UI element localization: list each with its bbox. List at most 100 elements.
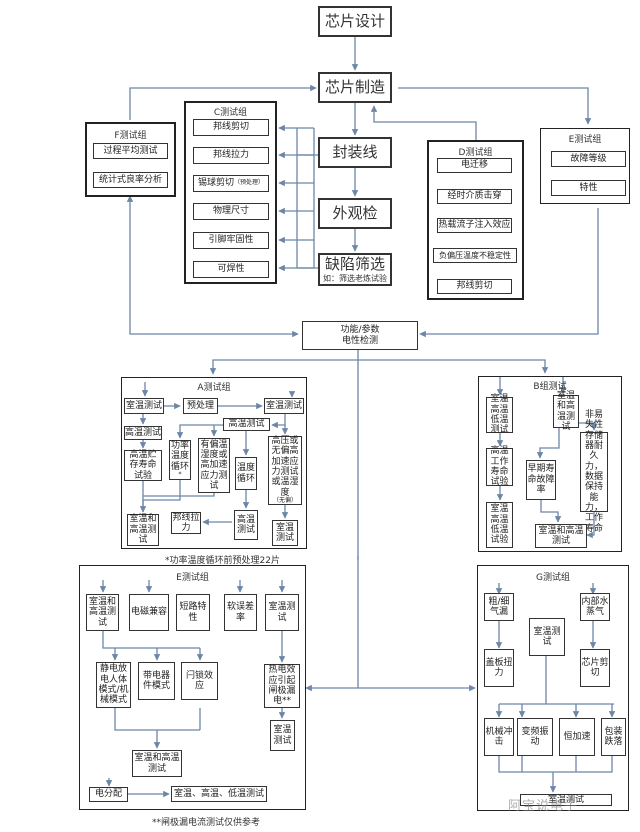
a-humidity-bias-label: 有偏温湿度或高加速应力测试 xyxy=(200,439,228,492)
b-rt-ht-2: 室温和高温测试 xyxy=(535,524,587,548)
group-d-title: D测试组 xyxy=(458,148,493,158)
group-e-top-title: E测试组 xyxy=(568,135,602,145)
e-rt-ht: 室温和高温测试 xyxy=(86,594,119,631)
visual-inspection-label: 外观检 xyxy=(332,203,378,222)
g-final-room-temp-label: 室温测试 xyxy=(547,794,584,805)
a-preprocess-label: 预处理 xyxy=(186,400,214,411)
g-accel-label: 恒加速 xyxy=(563,731,591,742)
e-room-temp-2: 室温测试 xyxy=(270,720,295,751)
test-group-g: G测试组 xyxy=(477,565,629,811)
e-esd-hbm: 静电放电人体模式/机械模式 xyxy=(96,662,131,708)
group-e-top-item: 故障等级 xyxy=(551,151,626,167)
test-group-e: E测试组 xyxy=(79,565,306,810)
a-hast: 高压或无偏高加速应力测试或温湿度（无偏） xyxy=(268,436,302,505)
a-high-temp-2: 高温测试 xyxy=(223,418,270,431)
group-c-item: 引脚牢固性 xyxy=(193,232,269,249)
group-d-item: 负偏压温度不稳定性 xyxy=(433,248,517,263)
group-c-item-note: （预处理） xyxy=(234,179,265,187)
a-hast-label: 高压或无偏高加速应力测试或温湿度 xyxy=(271,436,299,498)
packaging-line-label: 封装线 xyxy=(332,142,378,161)
b-rt-ht-lt-label: 室温高温低温测试 xyxy=(490,394,509,436)
test-group-a: A测试组 xyxy=(121,377,307,549)
g-die-shear-label: 芯片剪切 xyxy=(581,657,609,678)
g-mech-shock: 机械冲击 xyxy=(484,718,514,756)
a-hast-note: （无偏） xyxy=(272,497,297,505)
e-elec-dist: 电分配 xyxy=(89,787,128,802)
b-rt-ht-lt-2: 室温高温低温试验 xyxy=(486,502,513,548)
b-elfr-label: 早期寿命故障率 xyxy=(527,464,555,496)
test-group-f: F测试组 xyxy=(85,122,176,197)
g-vibration-label: 变频振动 xyxy=(521,726,549,747)
group-e-title: E测试组 xyxy=(176,573,209,583)
e-emc: 电磁兼容 xyxy=(129,594,169,631)
group-f-item: 过程平均测试 xyxy=(93,143,168,159)
a-high-temp-3-label: 高温测试 xyxy=(236,514,255,535)
a-temp-cycle-label: 温度循环 xyxy=(236,463,255,484)
e-room-temp: 室温测试 xyxy=(265,594,299,631)
group-g-title: G测试组 xyxy=(536,573,570,583)
a-wire-pull: 邦线拉力 xyxy=(171,512,201,534)
defect-screening-step: 缺陷筛选 如：筛选老炼试验 xyxy=(318,253,392,286)
a-high-temp-1: 高温测试 xyxy=(124,426,162,440)
group-d-item: 经时介质击穿 xyxy=(437,189,512,204)
e-latchup: 闩锁效应 xyxy=(181,662,218,700)
a-room-temp-1: 室温测试 xyxy=(124,398,164,414)
defect-screening-note: 如：筛选老炼试验 xyxy=(323,273,387,283)
a-wire-pull-label: 邦线拉力 xyxy=(172,512,200,533)
b-rt-ht: 室温和高温测试 xyxy=(553,391,579,432)
a-room-temp-2-label: 室温测试 xyxy=(265,400,302,411)
a-preprocess: 预处理 xyxy=(183,398,218,414)
group-d-item-label: 电迁移 xyxy=(460,160,488,171)
group-d-item: 邦线剪切 xyxy=(437,279,512,294)
group-d-item: 电迁移 xyxy=(437,158,512,173)
group-c-title: C测试组 xyxy=(213,108,248,118)
watermark: 阿宝说电子 xyxy=(508,799,579,814)
g-mech-shock-label: 机械冲击 xyxy=(485,726,513,747)
group-c-item-label: 物理尺寸 xyxy=(212,206,249,217)
g-leak-label: 粗/细气漏 xyxy=(488,596,510,617)
e-soft-error: 软误差率 xyxy=(224,594,257,631)
group-c-item-label: 锡球剪切 xyxy=(197,178,234,189)
group-f-title: F测试组 xyxy=(114,131,147,141)
e-hot-electron: 热电效应引起闸极漏电** xyxy=(264,664,300,708)
e-rt-ht-2-label: 室温和高温测试 xyxy=(134,753,180,774)
b-htol-label: 高温工作寿命试验 xyxy=(490,446,509,488)
a-high-temp-2-label: 高温测试 xyxy=(228,419,265,430)
group-d-item-label: 经时介质击穿 xyxy=(447,191,502,202)
group-d-item: 热载流子注入效应 xyxy=(437,218,512,233)
g-moisture-label: 内部水蒸气 xyxy=(581,596,609,617)
a-htsl-label: 高温贮存寿命试验 xyxy=(129,449,157,481)
group-c-item-label: 引脚牢固性 xyxy=(208,235,254,246)
group-c-item: 邦线剪切 xyxy=(193,119,269,136)
group-f-item-label: 过程平均测试 xyxy=(103,145,158,156)
g-moisture: 内部水蒸气 xyxy=(580,593,610,621)
test-group-d: D测试组 xyxy=(427,140,524,300)
visual-inspection-step: 外观检 xyxy=(318,198,392,229)
group-f-item-label: 统计式良率分析 xyxy=(98,174,162,185)
g-room-temp: 室温测试 xyxy=(529,618,565,656)
g-die-shear: 芯片剪切 xyxy=(580,649,610,687)
group-e-top-item-label: 特性 xyxy=(579,182,598,193)
a-room-high-test-label: 室温和高温测试 xyxy=(129,514,157,546)
b-rt-ht-lt: 室温高温低温测试 xyxy=(486,394,513,436)
e-cdm-label: 带电器件模式 xyxy=(142,670,170,691)
e-rt-ht-2: 室温和高温测试 xyxy=(132,750,182,777)
a-room-temp-1-label: 室温测试 xyxy=(125,400,162,411)
g-accel: 恒加速 xyxy=(559,718,595,756)
b-htol: 高温工作寿命试验 xyxy=(486,446,513,488)
a-room-temp-3-label: 室温测试 xyxy=(275,522,294,543)
group-e-top-item-label: 故障等级 xyxy=(570,153,607,164)
group-d-item-label: 热载流子注入效应 xyxy=(438,220,511,231)
group-c-item: 可焊性 xyxy=(193,261,269,278)
a-room-temp-2: 室温测试 xyxy=(264,398,304,414)
e-room-temp-2-label: 室温测试 xyxy=(273,725,292,746)
group-c-item-label: 邦线剪切 xyxy=(212,122,249,133)
g-leak: 粗/细气漏 xyxy=(484,593,514,621)
e-soft-error-label: 软误差率 xyxy=(226,602,254,623)
g-vibration: 变频振动 xyxy=(517,718,553,756)
defect-screening-label: 缺陷筛选 xyxy=(324,255,385,274)
packaging-line-step: 封装线 xyxy=(318,137,392,168)
b-rt-ht-2-label: 室温和高温测试 xyxy=(538,525,584,546)
a-power-temp-cycle-mark: * xyxy=(178,471,182,479)
